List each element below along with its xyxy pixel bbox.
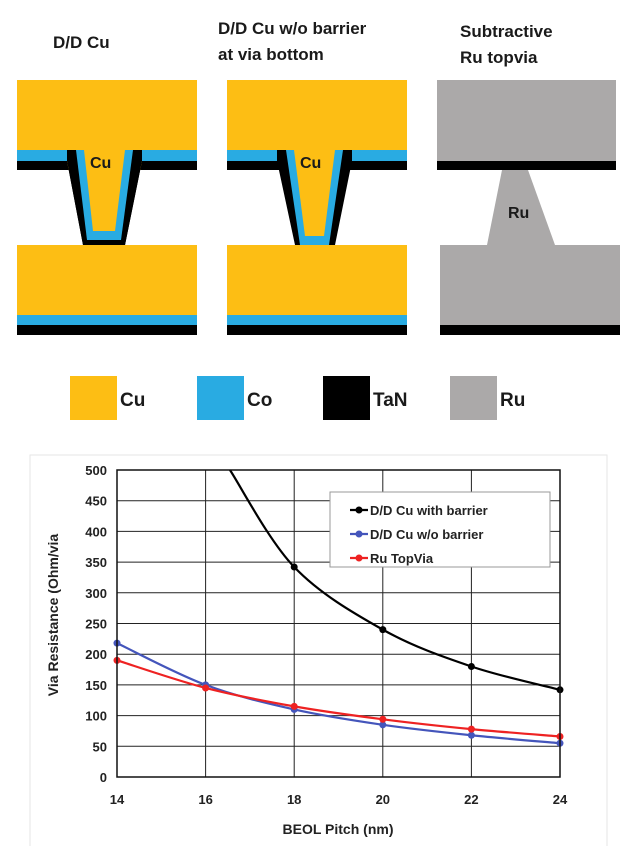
plot-area <box>116 469 561 778</box>
panel-2-title-line-2: at via bottom <box>218 45 324 64</box>
legend-marker <box>355 506 363 514</box>
x-tick-labels: 14 16 18 20 22 24 <box>110 792 568 807</box>
y-tick-label: 0 <box>100 770 107 785</box>
legend-label-co: Co <box>247 390 272 411</box>
legend-marker <box>355 554 363 562</box>
panel-1-title: D/D Cu <box>53 33 110 52</box>
y-tick-label: 250 <box>85 617 107 632</box>
legend-entry: D/D Cu with barrier <box>370 503 488 518</box>
legend-swatch-ru <box>450 376 497 420</box>
data-point <box>379 626 387 634</box>
panel-3-cross-section: Ru <box>437 80 620 335</box>
legend-swatch-tan <box>323 376 370 420</box>
panel-2-via-label: Cu <box>300 155 321 172</box>
x-tick-label: 20 <box>376 792 390 807</box>
series-line-1 <box>116 642 561 745</box>
chart-legend-box <box>329 491 551 568</box>
y-tick-label: 50 <box>93 739 107 754</box>
panel-1-via-label: Cu <box>90 155 111 172</box>
panel-2-cross-section: Cu <box>227 80 407 335</box>
legend-swatch-co <box>197 376 244 420</box>
data-point <box>379 721 387 729</box>
panel-1-cross-section: Cu <box>17 80 197 335</box>
panel-3-via-label: Ru <box>508 205 529 222</box>
legend-marker <box>355 530 363 538</box>
data-point <box>290 702 298 710</box>
y-tick-label: 400 <box>85 524 107 539</box>
y-tick-label: 450 <box>85 494 107 509</box>
legend-label-cu: Cu <box>120 390 145 411</box>
data-point <box>379 715 387 723</box>
data-point <box>290 563 298 571</box>
y-tick-labels: 0 50 100 150 200 250 300 350 400 450 500 <box>85 463 107 785</box>
legend-swatch-cu <box>70 376 117 420</box>
y-tick-label: 350 <box>85 555 107 570</box>
legend-entry: Ru TopVia <box>370 551 434 566</box>
legend-entry: D/D Cu w/o barrier <box>370 527 483 542</box>
data-point <box>467 731 475 739</box>
series-line-2 <box>116 659 561 738</box>
material-legend: Cu Co TaN Ru <box>70 376 525 420</box>
y-tick-label: 300 <box>85 586 107 601</box>
y-tick-label: 150 <box>85 678 107 693</box>
x-tick-label: 24 <box>553 792 568 807</box>
panel-3-title-line-1: Subtractive <box>460 22 553 41</box>
y-tick-label: 100 <box>85 709 107 724</box>
y-tick-label: 200 <box>85 647 107 662</box>
data-point <box>202 684 210 692</box>
y-tick-label: 500 <box>85 463 107 478</box>
legend-label-tan: TaN <box>373 390 407 411</box>
panel-2-title-line-1: D/D Cu w/o barrier <box>218 19 367 38</box>
legend-label-ru: Ru <box>500 390 525 411</box>
x-tick-label: 14 <box>110 792 125 807</box>
x-tick-label: 18 <box>287 792 301 807</box>
data-point <box>467 662 475 670</box>
x-tick-label: 16 <box>198 792 212 807</box>
y-axis-label: Via Resistance (Ohm/via <box>45 534 61 697</box>
x-axis-label: BEOL Pitch (nm) <box>283 821 394 837</box>
x-tick-label: 22 <box>464 792 478 807</box>
data-point <box>467 725 475 733</box>
panel-3-title-line-2: Ru topvia <box>460 48 538 67</box>
